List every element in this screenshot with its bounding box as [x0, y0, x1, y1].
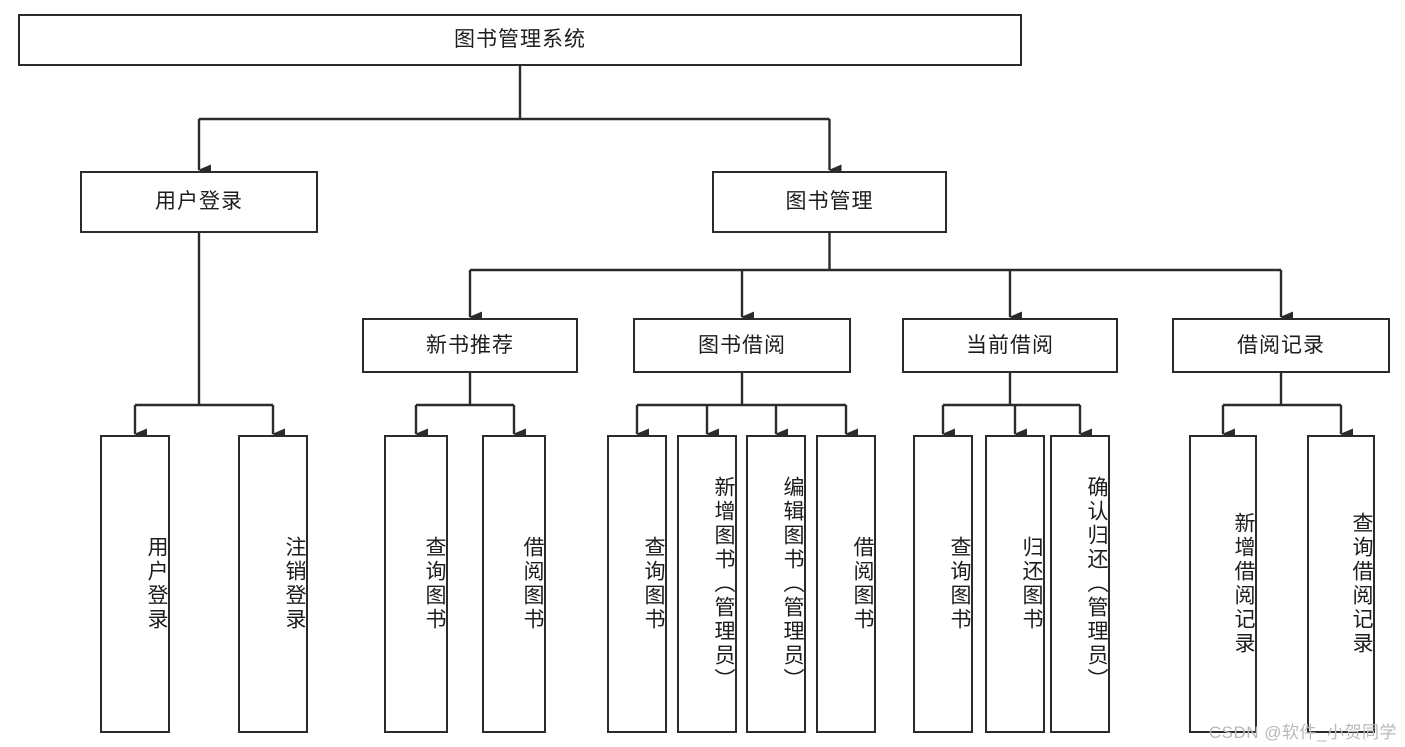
node-bb-query[interactable]: 查询图书	[607, 435, 667, 733]
node-label: 注销登录	[283, 536, 306, 632]
node-label: 查询图书	[423, 536, 446, 632]
node-label: 借阅记录	[1237, 333, 1325, 357]
node-bb-borrow[interactable]: 借阅图书	[816, 435, 876, 733]
node-leaf-user-login[interactable]: 用户登录	[100, 435, 170, 733]
connector-lines	[133, 66, 1353, 440]
node-label: 图书管理	[785, 190, 874, 214]
node-label: 确认归还（管理员）	[1085, 476, 1108, 692]
node-new-book-rec[interactable]: 新书推荐	[362, 318, 578, 373]
node-br-query[interactable]: 查询借阅记录	[1307, 435, 1375, 733]
watermark-text: CSDN @软件_小贺同学	[1208, 723, 1397, 742]
node-root[interactable]: 图书管理系统	[18, 14, 1022, 66]
node-cb-query[interactable]: 查询图书	[913, 435, 973, 733]
node-nb-query[interactable]: 查询图书	[384, 435, 448, 733]
node-cb-confirm[interactable]: 确认归还（管理员）	[1050, 435, 1110, 733]
node-cb-return[interactable]: 归还图书	[985, 435, 1045, 733]
node-user-login[interactable]: 用户登录	[80, 171, 318, 233]
node-label: 当前借阅	[966, 333, 1054, 357]
node-br-add[interactable]: 新增借阅记录	[1189, 435, 1257, 733]
node-label: 借阅图书	[851, 536, 874, 632]
node-bb-add[interactable]: 新增图书（管理员）	[677, 435, 737, 733]
node-label: 图书借阅	[698, 333, 786, 357]
node-label: 借阅图书	[521, 536, 544, 632]
node-book-manage[interactable]: 图书管理	[712, 171, 947, 233]
node-nb-borrow[interactable]: 借阅图书	[482, 435, 546, 733]
node-label: 新增借阅记录	[1232, 512, 1255, 656]
node-label: 新书推荐	[426, 333, 514, 357]
node-label: 用户登录	[145, 536, 168, 632]
node-label: 查询图书	[948, 536, 971, 632]
node-label: 图书管理系统	[454, 28, 586, 52]
node-label: 新增图书（管理员）	[712, 476, 735, 692]
node-label: 用户登录	[155, 190, 243, 214]
node-label: 查询图书	[642, 536, 665, 632]
node-leaf-user-logout[interactable]: 注销登录	[238, 435, 308, 733]
node-current-borrow[interactable]: 当前借阅	[902, 318, 1118, 373]
node-label: 查询借阅记录	[1350, 512, 1373, 656]
node-bb-edit[interactable]: 编辑图书（管理员）	[746, 435, 806, 733]
node-book-borrow[interactable]: 图书借阅	[633, 318, 851, 373]
node-borrow-record[interactable]: 借阅记录	[1172, 318, 1390, 373]
node-label: 归还图书	[1020, 536, 1043, 632]
node-label: 编辑图书（管理员）	[781, 476, 804, 692]
